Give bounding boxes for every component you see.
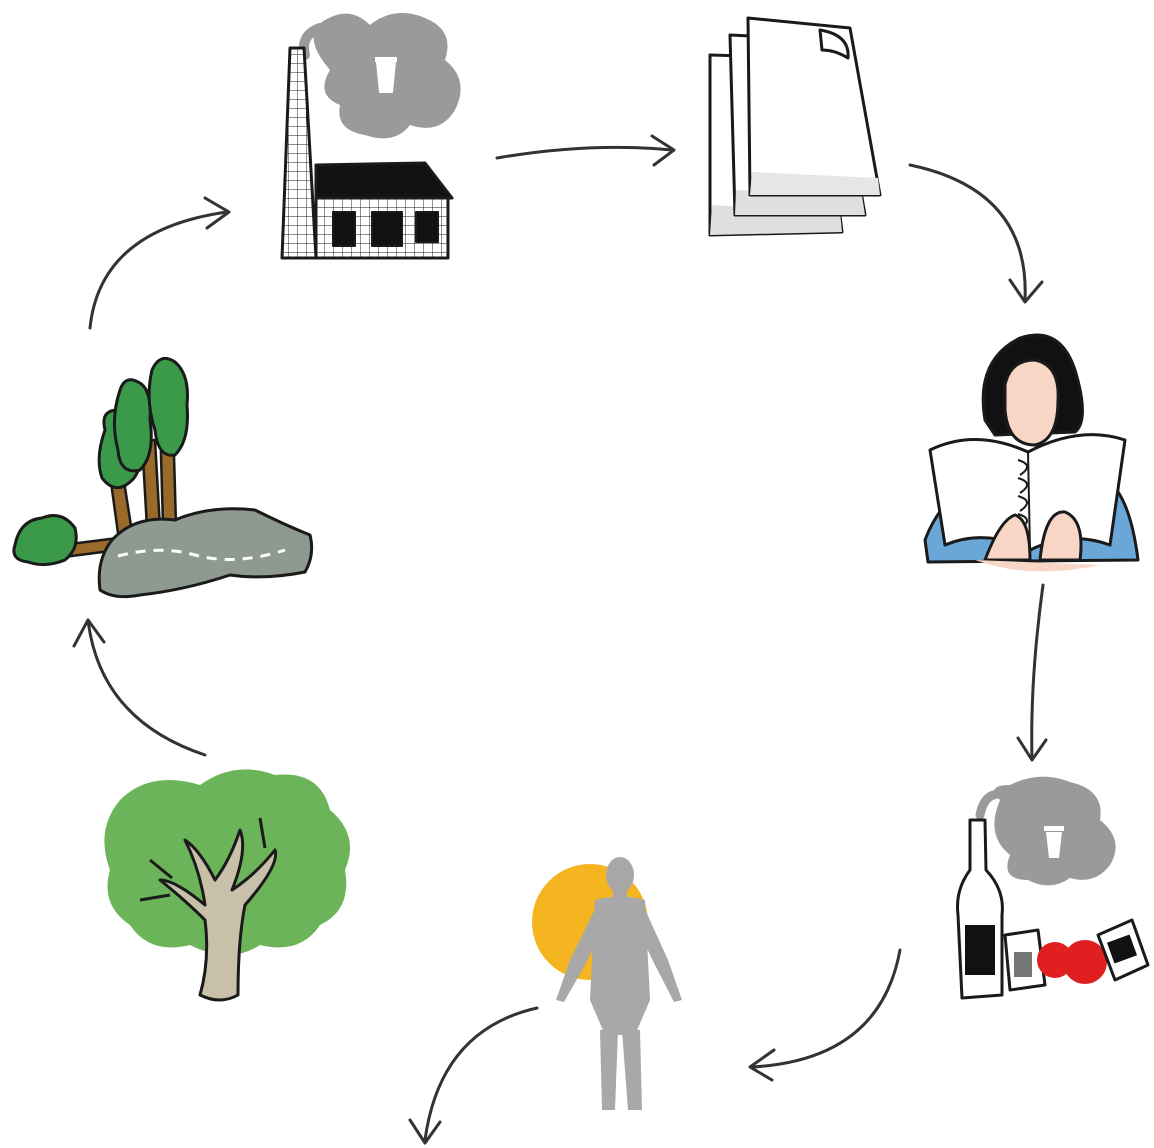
arrow-reader-to-waste bbox=[1016, 583, 1048, 762]
factory-icon bbox=[280, 12, 461, 260]
paper-stack-icon bbox=[708, 16, 882, 237]
tree-crown-2 bbox=[113, 378, 153, 473]
reading-person-icon bbox=[923, 333, 1140, 572]
face bbox=[1003, 358, 1060, 447]
waste-smoke-cloud bbox=[994, 776, 1116, 886]
chimney bbox=[280, 46, 318, 260]
arrow-tree-to-forest bbox=[72, 618, 207, 757]
tree-trunk bbox=[158, 828, 278, 1002]
bush bbox=[12, 514, 78, 567]
road bbox=[97, 507, 314, 599]
human-figure bbox=[556, 857, 682, 1110]
tree-crown-3 bbox=[147, 356, 189, 457]
road-centerline bbox=[117, 548, 286, 561]
tomato-right bbox=[1063, 940, 1107, 984]
hands bbox=[983, 513, 1032, 562]
forest-road-icon bbox=[12, 356, 314, 599]
arrow-factory-to-paper bbox=[495, 134, 676, 167]
human-sun-icon bbox=[532, 857, 682, 1110]
smoke-trash-icon bbox=[376, 61, 396, 93]
arrow-forest-to-factory bbox=[88, 196, 231, 330]
arrow-human-out bbox=[408, 1006, 539, 1145]
tomato-left bbox=[1037, 942, 1073, 978]
waste-pollution-icon bbox=[956, 776, 1150, 1000]
roof bbox=[314, 161, 454, 202]
arrow-waste-to-human bbox=[748, 948, 902, 1082]
arrow-paper-to-reader bbox=[908, 163, 1044, 304]
tree-icon bbox=[104, 769, 350, 1002]
arrows bbox=[72, 134, 1048, 1145]
